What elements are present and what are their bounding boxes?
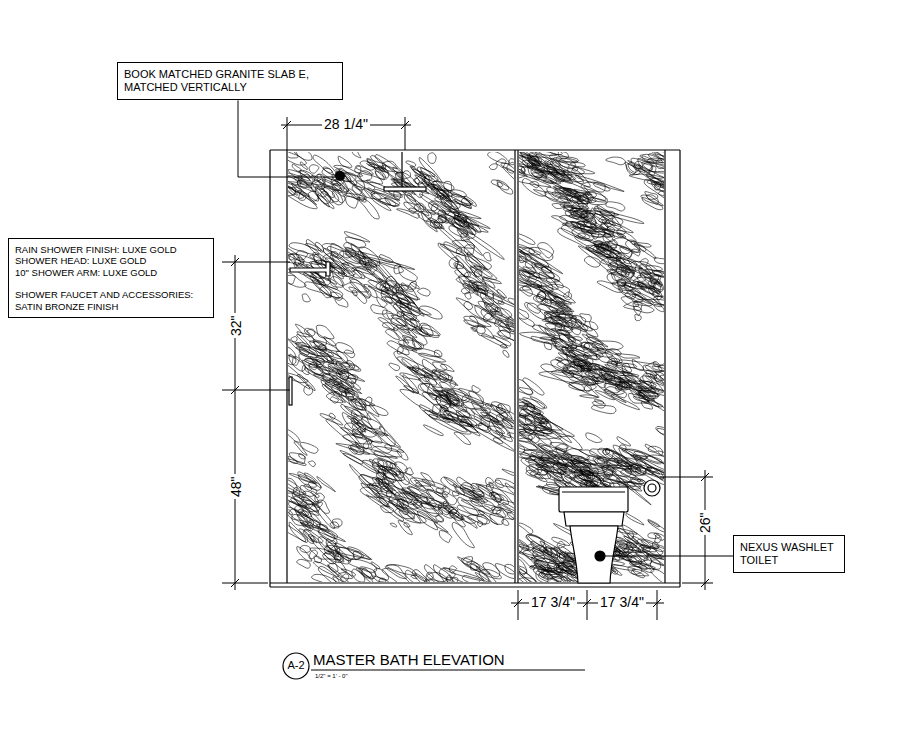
shower-arm [290,262,330,276]
shower-faucet [289,377,292,405]
callout-box: RAIN SHOWER FINISH: LUXE GOLDSHOWER HEAD… [8,238,214,318]
dimension-tick [514,599,522,607]
extension-line [518,590,519,620]
toilet-bowl [570,526,618,583]
shower-fixtures [289,152,426,405]
title-underline [311,670,585,671]
scale-note: 1/2" = 1' - 0" [313,673,350,680]
drawing-title: MASTER BATH ELEVATION [313,652,505,669]
dimension-text: 17 3/4" [529,595,577,610]
extension-line [587,590,588,620]
dimension-tick [401,121,409,129]
frame-line [269,150,270,587]
dimension-text: 32" [228,314,243,339]
slab-edge [286,150,287,583]
extension-line [222,390,290,391]
extension-line [405,117,406,150]
dimension-tick [583,599,591,607]
granite-veining [288,152,514,582]
leader-line [605,556,733,557]
dimension-tick [283,121,291,129]
leader-dot [335,171,345,181]
toilet-symbol [559,480,660,583]
toilet-tank [559,487,628,512]
dimension-tick [701,579,709,587]
paper-holder-core [648,484,656,492]
callout-box: BOOK MATCHED GRANITE SLAB E, MATCHED VER… [117,62,343,100]
callout-text: SHOWER FAUCET AND ACCESSORIES: SATIN BRO… [15,289,207,312]
dimension-text: 17 3/4" [598,595,646,610]
callout-text: BOOK MATCHED GRANITE SLAB E, MATCHED VER… [124,68,336,94]
granite-texture [519,152,664,582]
rain-shower-pipe [401,152,402,188]
rain-shower-head [384,187,426,191]
dimension-tick [231,579,239,587]
extension-line [222,583,268,584]
callout-text: NEXUS WASHLET TOILET [740,541,838,567]
frame-line [679,150,680,587]
callout-text: SHOWER HEAD: LUXE GOLD [15,255,207,266]
extension-line [682,583,713,584]
extension-line [657,590,658,620]
dimension-tick [231,386,239,394]
leader-dot [595,551,605,561]
dimension-tick [231,258,239,266]
callout-box: NEXUS WASHLET TOILET [733,535,845,573]
leader-line [238,100,335,177]
granite-veining [519,152,664,582]
frame-line [270,586,680,587]
marker-circle [283,653,309,679]
callout-text: RAIN SHOWER FINISH: LUXE GOLD [15,244,207,255]
dimension-text: 48" [228,475,243,500]
toilet-seat [564,512,624,526]
section-marker: A-2 [282,652,310,680]
frame-line [270,149,680,150]
slab-edge [664,150,665,583]
granite-texture [288,152,514,582]
callout-text: 10" SHOWER ARM: LUXE GOLD [15,267,207,278]
extension-line [287,117,288,150]
extension-line [222,262,290,263]
slab-joint [514,150,515,583]
callout-text: A-2 [287,659,304,672]
paper-holder [644,480,660,496]
dimension-lines [222,117,713,620]
dimension-text: 26" [697,511,712,536]
dimension-tick [701,473,709,481]
slab-joint [517,150,518,583]
toilet-tank-lid [562,491,625,492]
wall-frame [270,150,680,587]
frame-line [270,582,680,583]
dimension-line [235,255,236,590]
dimension-text: 28 1/4" [322,117,370,132]
dimension-tick [653,599,661,607]
